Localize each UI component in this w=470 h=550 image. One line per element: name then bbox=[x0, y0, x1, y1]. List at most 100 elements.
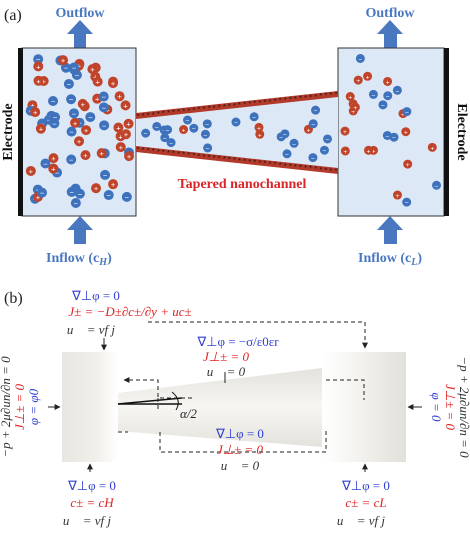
negative-ion: − bbox=[37, 187, 48, 198]
negative-ion: − bbox=[183, 115, 193, 125]
svg-text:−: − bbox=[72, 109, 77, 118]
bc-left-side-line1: φ = φ0 bbox=[26, 388, 41, 425]
wall-charge-mark: * bbox=[279, 98, 282, 105]
svg-text:+: + bbox=[118, 132, 123, 141]
wall-charge-mark: * bbox=[258, 160, 261, 167]
svg-text:−: − bbox=[169, 141, 173, 148]
wall-charge-mark: * bbox=[167, 150, 170, 157]
svg-text:+: + bbox=[348, 95, 352, 102]
svg-text:−: − bbox=[69, 128, 74, 137]
negative-ion: − bbox=[98, 91, 109, 102]
wall-charge-mark: * bbox=[243, 102, 246, 109]
negative-ion: − bbox=[48, 95, 59, 106]
negative-ion: − bbox=[103, 190, 114, 201]
bc-middle-bottom-line1: ∇⊥φ = 0 bbox=[215, 426, 264, 441]
ions-layer: +−−−+++−−−++++++−++−+−++−−−+−−−−−−+−++−+… bbox=[25, 53, 442, 208]
wall-charge-mark: * bbox=[213, 155, 216, 162]
svg-text:+: + bbox=[61, 56, 66, 65]
negative-ion: − bbox=[289, 138, 299, 148]
negative-ion: − bbox=[402, 197, 412, 207]
svg-text:+: + bbox=[83, 151, 88, 160]
negative-ion: − bbox=[203, 143, 213, 153]
svg-text:−: − bbox=[371, 92, 375, 99]
left-reservoir-domain bbox=[62, 352, 118, 462]
wall-charge-mark: * bbox=[279, 162, 282, 169]
svg-text:+: + bbox=[95, 95, 100, 104]
svg-text:+: + bbox=[117, 92, 122, 101]
right-electrode-bar bbox=[444, 48, 449, 216]
svg-text:+: + bbox=[111, 79, 116, 88]
svg-text:−: − bbox=[67, 80, 72, 89]
wall-charge-mark: * bbox=[253, 159, 256, 166]
positive-ion: + bbox=[77, 98, 88, 109]
outflow-left-label: Outflow bbox=[56, 6, 106, 21]
svg-text:+: + bbox=[51, 154, 56, 163]
positive-ion: + bbox=[48, 163, 59, 174]
negative-ion: − bbox=[66, 186, 77, 197]
inflow-right-arrow bbox=[377, 216, 403, 244]
svg-text:−: − bbox=[405, 110, 409, 117]
wall-charge-mark: * bbox=[152, 148, 155, 155]
svg-text:+: + bbox=[343, 149, 347, 156]
wall-charge-mark: * bbox=[233, 157, 236, 164]
svg-text:+: + bbox=[94, 184, 99, 193]
svg-text:+: + bbox=[401, 112, 405, 119]
svg-text:−: − bbox=[69, 95, 74, 104]
svg-text:+: + bbox=[111, 180, 116, 189]
positive-ion: + bbox=[124, 151, 135, 162]
wall-charge-mark: * bbox=[258, 100, 261, 107]
negative-ion: − bbox=[66, 94, 77, 105]
svg-text:−: − bbox=[36, 55, 41, 64]
positive-ion: + bbox=[25, 165, 36, 176]
wall-charge-mark: * bbox=[203, 154, 206, 161]
negative-ion: − bbox=[63, 78, 74, 89]
wall-charge-mark: * bbox=[167, 110, 170, 117]
wall-charge-mark: * bbox=[157, 149, 160, 156]
negative-ion: − bbox=[368, 89, 378, 99]
negative-ion: − bbox=[383, 91, 393, 101]
positive-ion: + bbox=[108, 78, 119, 89]
positive-ion: + bbox=[255, 129, 265, 139]
negative-ion: − bbox=[280, 129, 290, 139]
panel-a-label: (a) bbox=[4, 7, 22, 24]
angle-wall-line bbox=[117, 397, 183, 405]
positive-ion: + bbox=[87, 64, 98, 75]
wall-charge-mark: * bbox=[203, 106, 206, 113]
inflow-left-label: Inflow (cH) bbox=[46, 251, 112, 268]
svg-text:−: − bbox=[74, 199, 79, 208]
wall-charge-mark: * bbox=[330, 168, 333, 175]
positive-ion: + bbox=[120, 100, 131, 111]
wall-charge-mark: * bbox=[192, 107, 195, 114]
wall-charge-mark: * bbox=[208, 154, 211, 161]
negative-ion: − bbox=[160, 133, 170, 143]
negative-ion: − bbox=[85, 112, 96, 123]
wall-charge-mark: * bbox=[264, 161, 267, 168]
positive-ion: + bbox=[340, 126, 350, 136]
svg-text:+: + bbox=[123, 101, 128, 110]
svg-text:−: − bbox=[64, 64, 69, 73]
svg-text:−: − bbox=[88, 113, 93, 122]
svg-text:+: + bbox=[258, 132, 262, 139]
negative-ion: − bbox=[99, 120, 110, 131]
wall-charge-mark: * bbox=[233, 103, 236, 110]
positive-ion: + bbox=[340, 146, 350, 156]
wall-charge-mark: * bbox=[299, 165, 302, 172]
leader-lines bbox=[118, 321, 368, 453]
electrode-left-label: Electrode bbox=[1, 103, 16, 160]
wall-charge-mark: * bbox=[269, 99, 272, 106]
svg-text:−: − bbox=[51, 97, 56, 106]
positive-ion: + bbox=[123, 118, 134, 129]
wall-charge-mark: * bbox=[304, 165, 307, 172]
wall-charge-mark: * bbox=[304, 95, 307, 102]
svg-text:+: + bbox=[343, 129, 347, 136]
wall-charge-mark: * bbox=[223, 104, 226, 111]
svg-text:+: + bbox=[39, 125, 44, 134]
bc-left-side-line3: −p + 2μ∂un/∂n = 0 bbox=[0, 356, 13, 458]
wall-charge-mark: * bbox=[335, 92, 338, 99]
svg-text:−: − bbox=[285, 152, 289, 159]
positive-ion: + bbox=[364, 145, 374, 155]
negative-ion: − bbox=[100, 169, 111, 180]
angle-label: α/2 bbox=[180, 406, 197, 421]
positive-ion: + bbox=[33, 75, 44, 86]
bc-bottom-left-line1: ∇⊥φ = 0 bbox=[67, 478, 116, 493]
